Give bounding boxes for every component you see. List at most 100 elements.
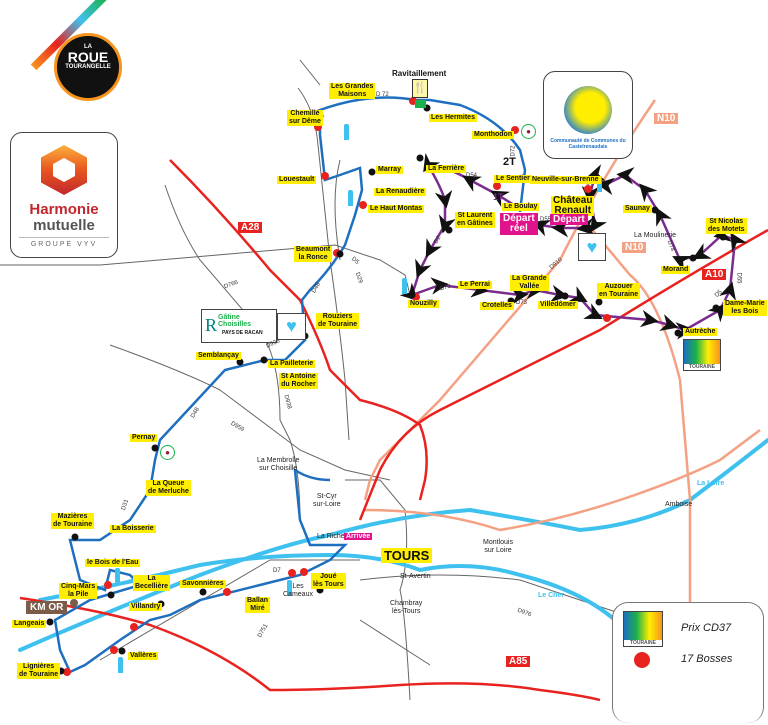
river-label-cher: Le Cher [538,592,565,599]
road-north [299,59,321,86]
road-n10-b [579,214,692,640]
legend-bosse-dot [634,652,650,668]
climb-dot [300,568,308,576]
road-d976 [359,574,641,621]
touraine-logo-map: TOURAINE [683,339,721,371]
roue-tourangelle-logo: LA ROUE TOURANGELLE [14,0,122,101]
ravitaillement-label: Ravitaillement [392,69,447,78]
road-d5 [334,159,341,261]
castelrenaudais-logo-text: Communauté de Communes du Castelrenaudai… [550,138,626,150]
place-le-haut-montas: Le Haut Montas [368,205,425,213]
road-label-d72: D72 [510,145,517,157]
road-label-d72-top: D 72 [376,92,389,98]
lap-label-1t: 1T [493,192,504,202]
road-label-d55b: D55 [540,217,552,223]
place-les-hermites: Les Hermites [429,114,477,122]
road-label-d7: D7 [273,568,281,574]
place-le-boulay: Le Boulay [502,203,540,211]
place-monthodon: Monthodon [472,131,515,139]
climb-markers [63,97,611,676]
place-villedomer: Villedômer [538,301,578,309]
national-label-n10: N10 [622,242,647,253]
road-tours-n [345,479,411,701]
gatine-logo-line2: PAYS DE RACAN [222,330,263,336]
place-amboise: Amboise [665,501,693,508]
place-la-boisserie: La Boisserie [110,525,156,533]
climb-dot [603,314,611,322]
km-or-label: KM OR [26,601,68,614]
road-d959 [109,344,391,481]
place-semblancay: Semblançay [196,352,241,360]
gatine-logo-line1: Gâtine Choisilles [218,314,252,328]
legend-17-bosses: 17 Bosses [681,653,733,665]
place-villandry: Villandry [129,603,163,611]
motorway-a85 [19,596,601,702]
place-louestault: Louestault [277,176,317,184]
place-le-perrai: Le Perrai [458,281,492,289]
place-neuville: Neuville-sur-Brenne [530,176,601,184]
place-la-pailleterie: La Pailleterie [268,360,316,368]
place-marray: Marray [376,166,403,174]
place-saunay: Saunay [623,205,652,213]
roue-logo-line3: TOURANGELLE [65,64,111,70]
harmonie-logo-line3: GROUPE VYV [30,241,98,248]
climb-dot [223,588,231,596]
legend-prix-cd37: Prix CD37 [681,622,732,634]
climb-dot [493,182,501,190]
lap-label-2t: 2T [503,156,516,168]
touraine-legend-text: TOURAINE [624,640,662,646]
heart-logo-chateau: ♥ [578,233,606,261]
touraine-logo-map-text: TOURAINE [684,364,720,370]
depart-label: Départ [550,214,588,225]
feed-zone-marker [415,100,426,108]
place-nouzilly: Nouzilly [408,300,439,308]
castelrenaudais-logo: Communauté de Communes du Castelrenaudai… [543,71,633,159]
church-icon [348,190,353,206]
place-la-riche: La Riche [317,533,345,540]
place-langeais: Langeais [12,620,47,628]
motorway-label-a28: A28 [238,222,263,233]
place-crotelles: Crotelles [480,302,514,310]
grapes-icon: ● [521,124,536,139]
tours-label: TOURS [381,548,433,563]
legend-box: TOURAINE Prix CD37 17 Bosses [612,602,764,723]
climb-dot [288,569,296,577]
place-pernay: Pernay [130,434,158,442]
church-icon [597,176,602,192]
river-cher [38,552,617,622]
church-icon [344,124,349,140]
river-label-loire: La Loire [697,480,725,487]
climb-dot [359,201,367,209]
place-la-renaudiere: La Renaudière [374,188,427,196]
harmonie-logo-line2: mutuelle [33,217,95,234]
place-la-ferriere: La Ferrière [426,165,467,173]
church-icon [115,568,120,584]
place-la-moulinerie: La Moulinerie [634,232,677,239]
church-icon [287,580,292,596]
road-chambray [359,619,431,666]
climb-dot [584,185,592,193]
place-bois-eau: le Bois de l'Eau [85,559,141,567]
roue-logo-line1: LA [84,44,92,50]
road-loire-n [364,429,761,532]
motorway-label-a85: A85 [506,656,531,667]
place-savonnieres: Savonnières [180,580,226,588]
